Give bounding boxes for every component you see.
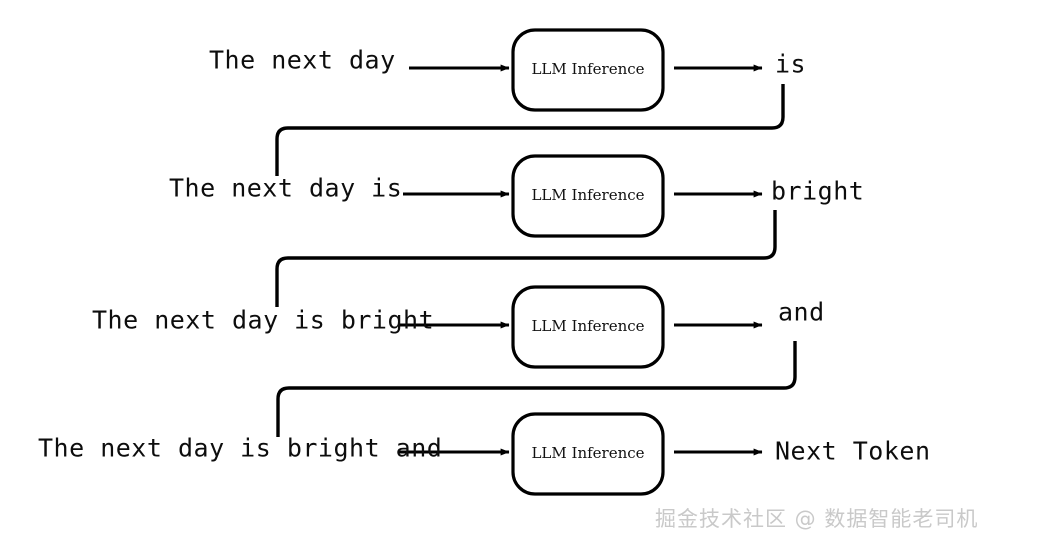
llm-inference-label-3: LLM Inference bbox=[531, 317, 645, 335]
output-token-1: is bbox=[775, 49, 807, 79]
row-3-graphics bbox=[276, 285, 797, 437]
llm-inference-label-1: LLM Inference bbox=[531, 60, 645, 78]
prompt-text-1: The next day bbox=[209, 45, 396, 75]
llm-inference-label-2: LLM Inference bbox=[531, 186, 645, 204]
row-2-graphics bbox=[275, 154, 777, 307]
feedback-path-1 bbox=[275, 84, 785, 176]
watermark-text: 掘金技术社区 @ 数据智能老司机 bbox=[655, 507, 979, 531]
llm-inference-box-2[interactable] bbox=[511, 154, 665, 238]
output-token-2: bright bbox=[771, 176, 865, 206]
prompt-text-3: The next day is bright bbox=[92, 305, 435, 335]
llm-inference-label-4: LLM Inference bbox=[531, 444, 645, 462]
prompt-text-2: The next day is bbox=[169, 173, 403, 203]
row-4-graphics bbox=[398, 412, 763, 496]
feedback-path-2 bbox=[275, 210, 777, 307]
prompt-text-4: The next day is bright and bbox=[38, 433, 443, 463]
llm-inference-box-1[interactable] bbox=[511, 28, 665, 112]
output-token-3: and bbox=[778, 297, 825, 327]
llm-inference-box-3[interactable] bbox=[511, 285, 665, 369]
llm-inference-box-4[interactable] bbox=[511, 412, 665, 496]
row-1-graphics bbox=[275, 28, 785, 176]
output-token-4: Next Token bbox=[775, 436, 931, 466]
feedback-path-3 bbox=[276, 341, 797, 437]
